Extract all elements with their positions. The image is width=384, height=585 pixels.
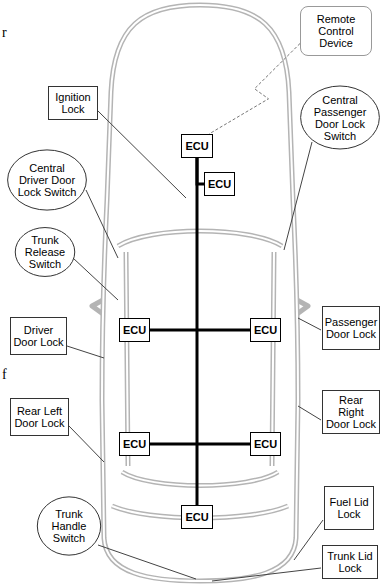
switch-ellipse: Trunk Handle Switch: [36, 495, 102, 557]
part-box: Ignition Lock: [48, 86, 98, 120]
ecu-box: ECU: [204, 172, 235, 196]
leader-line: [97, 110, 186, 198]
part-label: Central Driver Door Lock Switch: [14, 162, 80, 198]
leader-line: [73, 258, 118, 300]
ecu-box: ECU: [181, 505, 213, 529]
part-label: Ignition Lock: [51, 91, 95, 115]
text-fragment: r: [2, 26, 7, 40]
ecu-label: ECU: [123, 438, 146, 450]
leader-line: [298, 318, 321, 330]
ecu-label: ECU: [185, 140, 208, 152]
ecu-label: ECU: [185, 511, 208, 523]
part-label: Trunk Lid Lock: [325, 550, 375, 574]
bus-line: [150, 443, 250, 446]
ecu-box: ECU: [250, 318, 281, 342]
switch-ellipse: Central Driver Door Lock Switch: [6, 148, 88, 212]
ecu-box: ECU: [119, 318, 150, 342]
part-label: Central Passenger Door Lock Switch: [307, 94, 373, 142]
ecu-box: ECU: [181, 134, 213, 158]
bus-line: [197, 158, 204, 184]
part-label: Passenger Door Lock: [325, 316, 378, 340]
leader-line: [294, 520, 323, 560]
part-box: Fuel Lid Lock: [324, 486, 374, 530]
part-label: Driver Door Lock: [13, 324, 64, 348]
wireless-link: [209, 44, 300, 135]
ecu-label: ECU: [123, 324, 146, 336]
leader-line: [298, 406, 321, 420]
leader-line: [284, 142, 312, 250]
switch-ellipse: Central Passenger Door Lock Switch: [299, 84, 381, 151]
ecu-box: ECU: [250, 432, 281, 456]
device-box: Remote Control Device: [300, 6, 372, 56]
leader-line: [69, 426, 104, 462]
leader-line: [86, 190, 118, 258]
part-box: Passenger Door Lock: [322, 306, 380, 350]
leader-line: [67, 346, 104, 358]
part-box: Rear Left Door Lock: [10, 398, 69, 436]
part-label: Remote Control Device: [304, 13, 368, 49]
leader-line: [98, 545, 196, 579]
text-fragment: f: [2, 368, 7, 382]
ecu-label: ECU: [208, 178, 231, 190]
ecu-box: ECU: [119, 432, 150, 456]
part-label: Trunk Release Switch: [20, 234, 70, 270]
part-box: Trunk Lid Lock: [322, 545, 378, 579]
bus-line: [150, 329, 250, 332]
ecu-label: ECU: [254, 324, 277, 336]
part-label: Fuel Lid Lock: [327, 496, 371, 520]
part-label: Rear Right Door Lock: [325, 394, 377, 430]
leader-line: [212, 568, 321, 581]
switch-ellipse: Trunk Release Switch: [14, 226, 76, 278]
part-box: Rear Right Door Lock: [322, 390, 380, 434]
part-label: Rear Left Door Lock: [13, 405, 66, 429]
ecu-label: ECU: [254, 438, 277, 450]
part-box: Driver Door Lock: [10, 317, 67, 355]
part-label: Trunk Handle Switch: [43, 508, 96, 544]
